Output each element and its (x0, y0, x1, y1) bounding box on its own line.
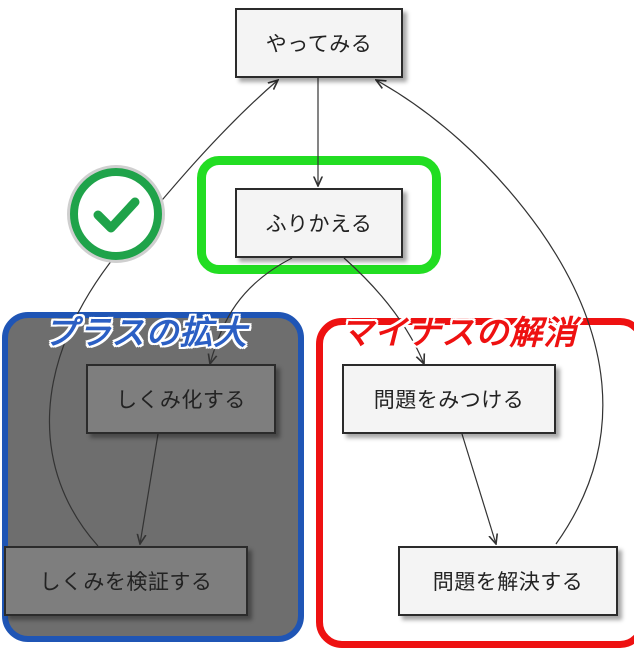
node-systematize[interactable]: しくみ化する (86, 364, 276, 434)
diagram-edges (48, 78, 604, 547)
minus-group-label: マイナスの解消 (340, 313, 578, 352)
node-find-problem[interactable]: 問題をみつける (342, 364, 556, 434)
edge-solve-to-try (376, 80, 604, 545)
node-solve-problem[interactable]: 問題を解決する (398, 546, 618, 616)
node-verify[interactable]: しくみを検証する (4, 546, 248, 616)
reflect-highlight-frame (197, 156, 441, 274)
check-circle-icon (70, 168, 162, 260)
edge-find-to-solve (461, 433, 496, 544)
check-mark-icon (93, 197, 140, 233)
edge-systematize-to-verify (140, 433, 159, 544)
node-try[interactable]: やってみる (235, 8, 403, 78)
plus-group-label: プラスの拡大 (44, 313, 248, 352)
edge-reflect-to-systematize (210, 257, 293, 364)
node-reflect[interactable]: ふりかえる (235, 188, 403, 258)
edge-reflect-to-find-problem (343, 257, 424, 364)
